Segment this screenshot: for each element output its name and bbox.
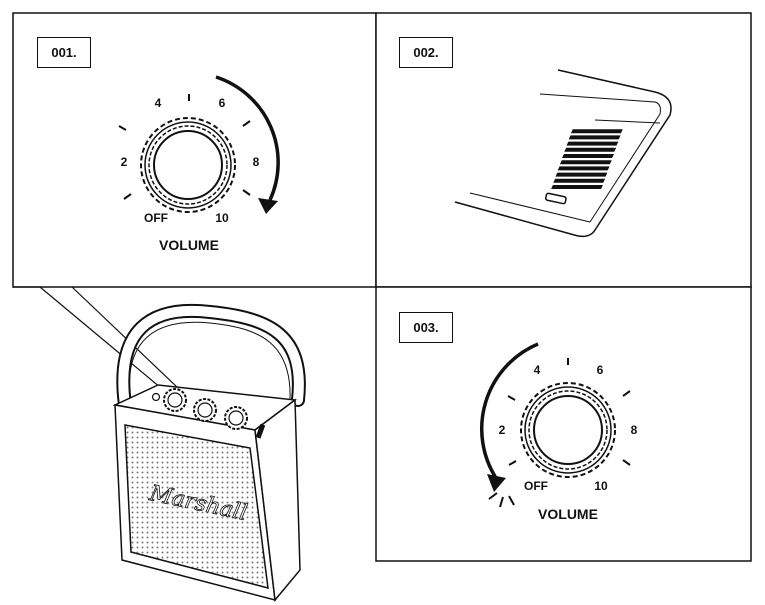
dial-mark-2: 2 bbox=[121, 155, 128, 169]
dial-mark-4: 4 bbox=[155, 96, 162, 110]
led-bar bbox=[568, 135, 621, 140]
dial-mark-8: 8 bbox=[253, 155, 260, 169]
dial-mark-4: 4 bbox=[534, 363, 541, 377]
led-bar bbox=[553, 178, 606, 183]
counter-clockwise-arrow bbox=[480, 342, 539, 479]
led-strip bbox=[255, 423, 266, 439]
speaker-grille bbox=[124, 424, 269, 590]
volume-dial-001: 4 6 2 8 OFF 10 VOLUME bbox=[118, 75, 280, 253]
power-indicator bbox=[151, 392, 161, 402]
led-bar bbox=[557, 166, 610, 171]
bass-knob bbox=[193, 398, 217, 422]
led-bar bbox=[551, 185, 603, 189]
dial-caption: VOLUME bbox=[159, 237, 219, 253]
panel-label-003: 003. bbox=[399, 312, 453, 343]
dial-mark-8: 8 bbox=[631, 423, 638, 437]
dial-caption: VOLUME bbox=[538, 506, 598, 522]
clockwise-arrow bbox=[215, 75, 280, 201]
dial-mark-6: 6 bbox=[597, 363, 604, 377]
volume-knob bbox=[163, 388, 187, 412]
led-bar bbox=[559, 160, 612, 165]
dial-mark-10: 10 bbox=[215, 211, 229, 225]
callout-line bbox=[71, 286, 179, 389]
click-spark-icon bbox=[488, 492, 515, 508]
led-level-bars bbox=[551, 129, 623, 189]
dial-mark-off: OFF bbox=[524, 479, 548, 493]
dial-mark-2: 2 bbox=[499, 423, 506, 437]
dial-mark-off: OFF bbox=[144, 211, 168, 225]
dial-mark-6: 6 bbox=[219, 96, 226, 110]
led-bar bbox=[562, 154, 614, 158]
knob-face bbox=[153, 130, 223, 200]
led-indicator-light bbox=[545, 192, 567, 205]
led-bar bbox=[555, 172, 608, 177]
led-indicator-panel bbox=[454, 69, 672, 238]
led-bar bbox=[564, 147, 617, 152]
led-bar bbox=[566, 141, 619, 146]
volume-dial-003: 4 6 2 8 OFF 10 VOLUME bbox=[480, 342, 638, 522]
treble-knob bbox=[224, 406, 248, 430]
speaker-illustration: Marshall bbox=[13, 286, 306, 602]
led-bar bbox=[570, 129, 623, 134]
panel-label-002: 002. bbox=[399, 37, 453, 68]
dial-mark-10: 10 bbox=[594, 479, 608, 493]
knob-face bbox=[533, 395, 603, 465]
knob-teeth-outer bbox=[140, 117, 236, 213]
panel-label-001: 001. bbox=[37, 37, 91, 68]
